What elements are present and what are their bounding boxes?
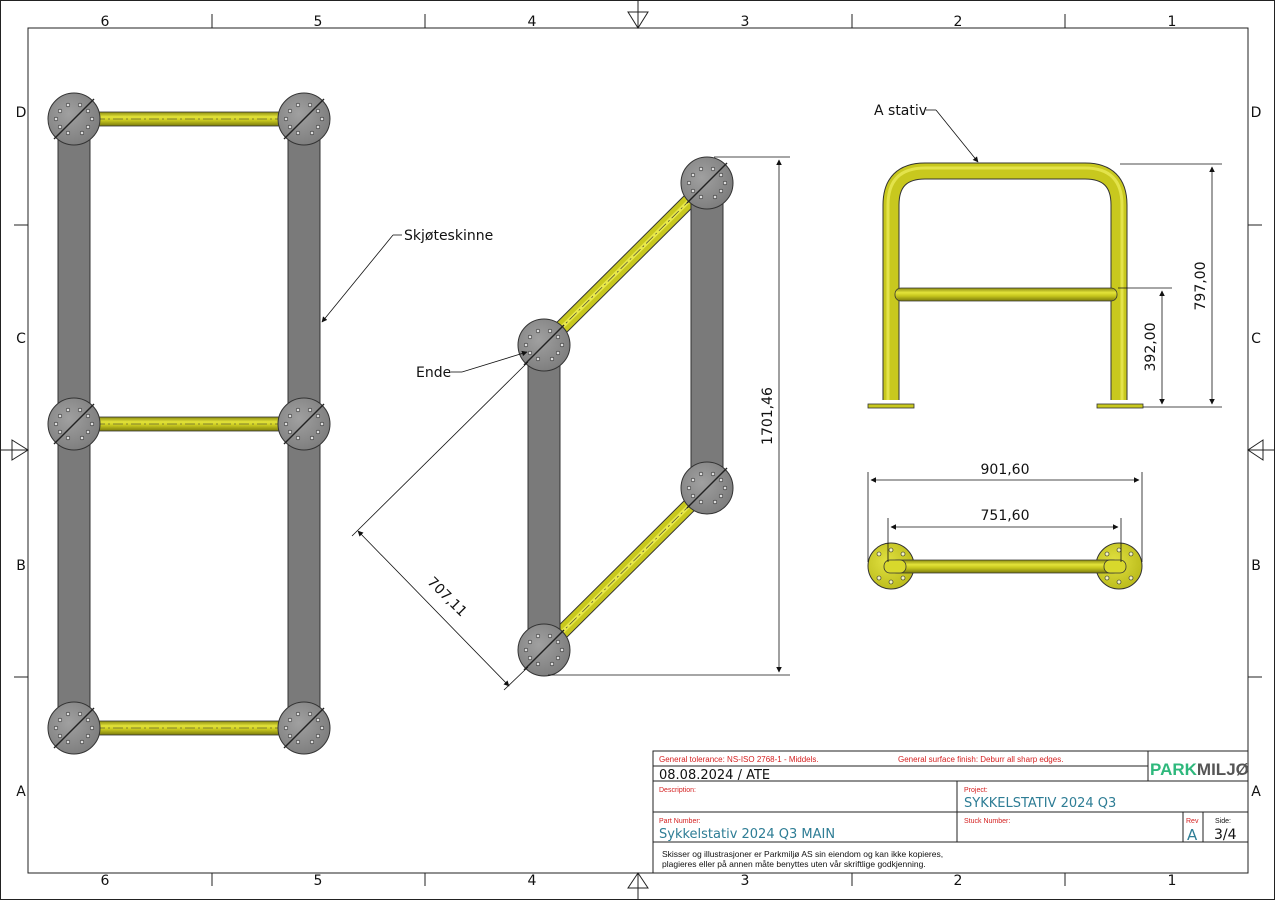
zone-col-bottom: 5: [314, 873, 323, 889]
zone-row-right: C: [1251, 331, 1261, 347]
bolt-hole: [900, 551, 906, 557]
end-plate: [517, 623, 571, 677]
end-plate: [277, 701, 331, 755]
zone-col-top: 3: [741, 14, 750, 30]
end-plate: [680, 461, 734, 515]
dim-height-total: 797,00: [1193, 262, 1209, 311]
end-plate: [47, 397, 101, 451]
zone-labels: 6 5 4 3 2 1 6 5 4 3 2 1 D C B A D C B A: [16, 14, 1262, 889]
zone-col-top: 2: [954, 14, 963, 30]
side-value: 3/4: [1214, 827, 1237, 843]
zone-col-top: 6: [101, 14, 110, 30]
end-plate: [277, 92, 331, 146]
end-plate: [47, 92, 101, 146]
zone-row-right: A: [1251, 784, 1261, 800]
end-plate: [517, 318, 571, 372]
bolt-hole: [1128, 551, 1134, 557]
bolt-hole: [1104, 575, 1110, 581]
end-plate: [680, 156, 734, 210]
end-plates: [47, 92, 734, 755]
copyright-note-line1: Skisser og illustrasjoner er Parkmiljø A…: [662, 849, 943, 859]
bolt-hole: [876, 551, 882, 557]
zone-col-top: 4: [528, 14, 537, 30]
rail-front: [527, 349, 561, 651]
dim-vertical-total: 1701,46: [760, 387, 776, 445]
dimension-labels: 707,11 1701,46 797,00 392,00 901,60 751,…: [404, 103, 1209, 620]
copyright-note-line2: plagieres eller på annen måte benyttes u…: [662, 859, 926, 869]
callout-ende: Ende: [416, 365, 451, 381]
bolt-hole: [900, 575, 906, 581]
general-tolerance: General tolerance: NS-ISO 2768-1 - Midde…: [659, 755, 819, 764]
bolt-hole: [1116, 547, 1122, 553]
zone-row-left: C: [16, 331, 26, 347]
a-stativ-elevation: [867, 162, 1144, 409]
zone-col-bottom: 3: [741, 873, 750, 889]
project-label: Project:: [964, 787, 988, 794]
bolt-hole: [1116, 579, 1122, 585]
callout-skjoteskinne: Skjøteskinne: [404, 228, 493, 244]
date-author: 08.08.2024 / ATE: [659, 768, 770, 783]
part-number-label: Part Number:: [659, 818, 701, 825]
rail-back: [690, 184, 724, 491]
end-plate: [47, 701, 101, 755]
zone-row-left: B: [16, 558, 26, 574]
dim-crossbar-height: 392,00: [1143, 323, 1159, 372]
bolt-hole: [1128, 575, 1134, 581]
zone-row-right: D: [1251, 105, 1262, 121]
surface-finish: General surface finish: Deburr all sharp…: [898, 755, 1063, 764]
project-value: SYKKELSTATIV 2024 Q3: [964, 796, 1116, 811]
bolt-hole: [876, 575, 882, 581]
a-stativ-plan: [867, 542, 1143, 590]
zone-col-bottom: 6: [101, 873, 110, 889]
logo-part2: MILJØ: [1197, 760, 1249, 779]
svg-text:PARKMILJØ: PARKMILJØ: [1150, 760, 1249, 779]
end-plate: [277, 397, 331, 451]
zone-col-top: 1: [1168, 14, 1177, 30]
zone-row-left: A: [16, 784, 26, 800]
dimensions: [321, 109, 1222, 691]
dim-outer-width: 901,60: [981, 462, 1030, 478]
zone-col-top: 5: [314, 14, 323, 30]
callout-a-stativ: A stativ: [874, 103, 927, 119]
logo-part1: PARK: [1150, 760, 1198, 779]
zone-col-bottom: 4: [528, 873, 537, 889]
zone-col-bottom: 1: [1168, 873, 1177, 889]
parkmiljo-logo: PARKMILJØ: [1150, 760, 1249, 779]
bolt-hole: [1104, 551, 1110, 557]
description-label: Description:: [659, 787, 696, 794]
side-label: Side:: [1215, 818, 1231, 825]
title-block: General tolerance: NS-ISO 2768-1 - Midde…: [652, 750, 1249, 874]
dim-inner-width: 751,60: [981, 508, 1030, 524]
angled-view-ladder: [527, 177, 724, 656]
base-plate-left: [867, 403, 915, 409]
bolt-hole: [888, 579, 894, 585]
zone-row-right: B: [1251, 558, 1261, 574]
bolt-hole: [888, 547, 894, 553]
part-number-value: Sykkelstativ 2024 Q3 MAIN: [659, 827, 835, 842]
dim-diagonal: 707,11: [424, 574, 470, 620]
zone-row-left: D: [16, 105, 27, 121]
zone-col-bottom: 2: [954, 873, 963, 889]
base-plate-right: [1096, 403, 1144, 409]
crossbar: [894, 287, 1118, 302]
stuck-number-label: Stuck Number:: [964, 818, 1010, 825]
rev-label: Rev: [1186, 818, 1199, 825]
rev-value: A: [1187, 826, 1198, 844]
